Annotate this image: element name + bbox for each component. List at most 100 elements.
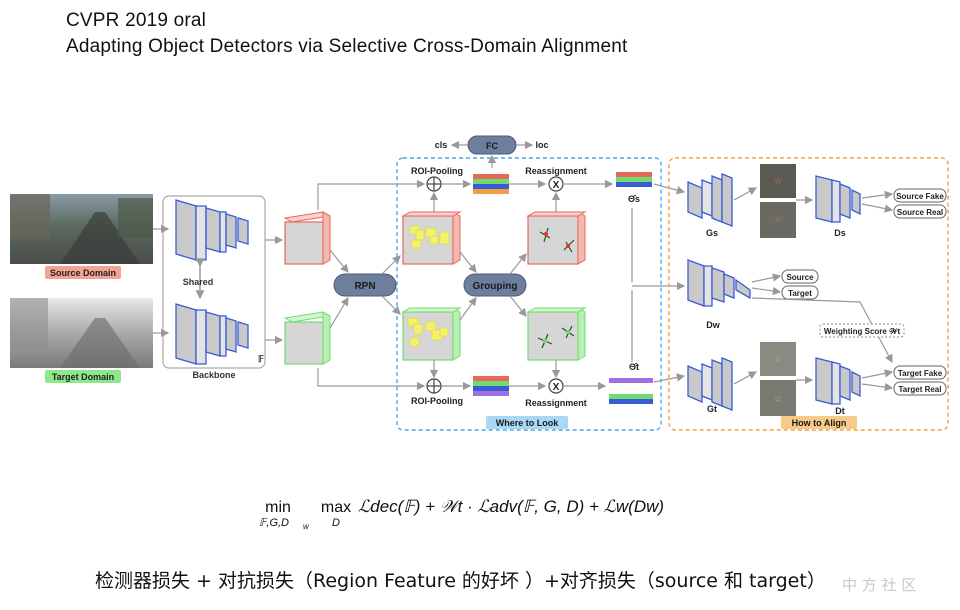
how-to-align-label-bg (781, 416, 857, 429)
generator-gs-stack (687, 173, 733, 227)
arrow-gt-img (733, 371, 758, 385)
arrow-gs-img (733, 187, 758, 201)
target-fake-box (893, 365, 947, 380)
target-real-label: Target Real (899, 385, 942, 394)
arrow-tgt-rpn (329, 296, 349, 329)
how-to-align-frame (668, 157, 949, 431)
source-real-label: Source Real (897, 208, 943, 217)
svg-text:☆: ☆ (774, 394, 783, 405)
feature-map-source (283, 211, 332, 265)
source-domain-label: Source Domain (50, 268, 116, 278)
formula-max: max (321, 499, 351, 516)
formula-max-sub: D (332, 517, 340, 529)
skip-line-bottom (317, 368, 426, 391)
svg-text:☆: ☆ (774, 354, 783, 365)
gt-image-top (760, 342, 796, 376)
rpn-label: RPN (354, 281, 375, 292)
feature-vector-bottom (473, 376, 509, 396)
grouped-map-target (526, 307, 587, 361)
arrow-dw-source (751, 273, 782, 283)
formula-expression: ℒdec(𝔽) + 𝒲t · ℒadv(𝔽, G, D) + ℒw(Dw) (358, 497, 664, 516)
arrow-dw-target (751, 286, 782, 296)
source-fake-box (893, 188, 947, 203)
where-to-look-frame (396, 157, 662, 431)
title-line-2: Adapting Object Detectors via Selective … (66, 36, 628, 57)
where-to-look-label: Where to Look (496, 418, 559, 428)
target-domain-image (10, 298, 153, 368)
feature-map-target (283, 311, 332, 365)
dt-label: Dt (835, 406, 845, 416)
arrow-prop-group-src (459, 251, 477, 273)
arrow-theta-gt (653, 373, 686, 383)
theta-t-label: Θ̂t (629, 362, 639, 372)
source-real-box (893, 204, 947, 219)
arrow-dt-real (861, 382, 894, 392)
source-box (781, 269, 819, 284)
theta-s-vector (616, 172, 652, 187)
formula-min-sub-w: w (303, 522, 310, 531)
roi-pooling-bottom-label: ROI-Pooling (411, 396, 463, 406)
source-label: Source (786, 273, 814, 282)
grouped-map-source (526, 211, 587, 265)
arrow-group-src (509, 253, 527, 275)
caption: 检测器损失 + 对抗损失（Region Feature 的好坏 ）+对齐损失（s… (95, 570, 826, 592)
arrow-dw-weighting (751, 297, 893, 364)
dw-label: Dw (706, 320, 720, 330)
how-to-align-label: How to Align (792, 418, 847, 428)
target-box (781, 285, 819, 300)
proposal-map-source (401, 211, 462, 265)
backbone-frame (162, 195, 266, 369)
f-label: 𝔽 (258, 354, 264, 364)
svg-text:X: X (553, 180, 560, 191)
watermark: 中 方 社 区 (842, 576, 917, 594)
theta-s-label: Θ̂s (628, 194, 640, 204)
target-real-box (893, 381, 947, 396)
backbone-source-stack (175, 199, 249, 261)
proposal-map-target (401, 307, 462, 361)
arrow-prop-group-tgt (459, 297, 477, 321)
reassignment-bottom-label: Reassignment (525, 398, 587, 408)
feature-vector-top (473, 174, 509, 194)
backbone-target-stack (175, 303, 249, 365)
source-domain-label-bg (45, 266, 121, 279)
skip-line-top (317, 179, 426, 210)
ds-label: Ds (834, 228, 846, 238)
where-to-look-label-bg (486, 416, 568, 429)
gs-image-top (760, 164, 796, 198)
loss-formula: min 𝔽,G,D w max D ℒdec(𝔽) + 𝒲t · ℒadv(𝔽,… (259, 497, 664, 531)
rpn-box (333, 273, 397, 297)
loc-label: loc (535, 140, 548, 150)
title-line-1: CVPR 2019 oral (66, 10, 207, 31)
shared-label: Shared (183, 277, 214, 287)
gs-image-bottom (760, 202, 796, 238)
gt-label: Gt (707, 404, 717, 414)
source-domain-image (10, 194, 153, 264)
discriminator-dw-stack (687, 259, 751, 307)
discriminator-ds-stack (815, 175, 861, 223)
arrow-src-rpn (329, 249, 349, 273)
arrow-group-tgt (509, 295, 527, 317)
weighting-score-label: Weighting Score 𝒲t (824, 327, 901, 336)
arrow-ds-fake (861, 190, 894, 200)
arrow-ds-real (861, 203, 894, 213)
theta-t-vector (609, 378, 653, 404)
target-domain-label-bg (45, 370, 121, 383)
arrow-dt-fake (861, 369, 894, 379)
grouping-box (463, 273, 527, 297)
gs-label: Gs (706, 228, 718, 238)
backbone-label: Backbone (192, 370, 235, 380)
roi-pooling-top-label: ROI-Pooling (411, 166, 463, 176)
fc-label: FC (486, 141, 498, 151)
cls-label: cls (435, 140, 448, 150)
discriminator-dt-stack (815, 357, 861, 405)
target-label: Target (788, 289, 812, 298)
weighting-score-box (819, 323, 905, 338)
arrow-rpn-prop-src (381, 255, 401, 275)
svg-text:☆: ☆ (774, 176, 783, 187)
svg-text:X: X (553, 382, 560, 393)
svg-text:☆: ☆ (774, 214, 783, 225)
target-domain-label: Target Domain (52, 372, 114, 382)
formula-min-sub: 𝔽,G,D (259, 517, 289, 529)
architecture-diagram: Source Domain Target Domain Shared Backb… (10, 135, 949, 431)
arrow-rpn-prop-tgt (381, 295, 401, 315)
